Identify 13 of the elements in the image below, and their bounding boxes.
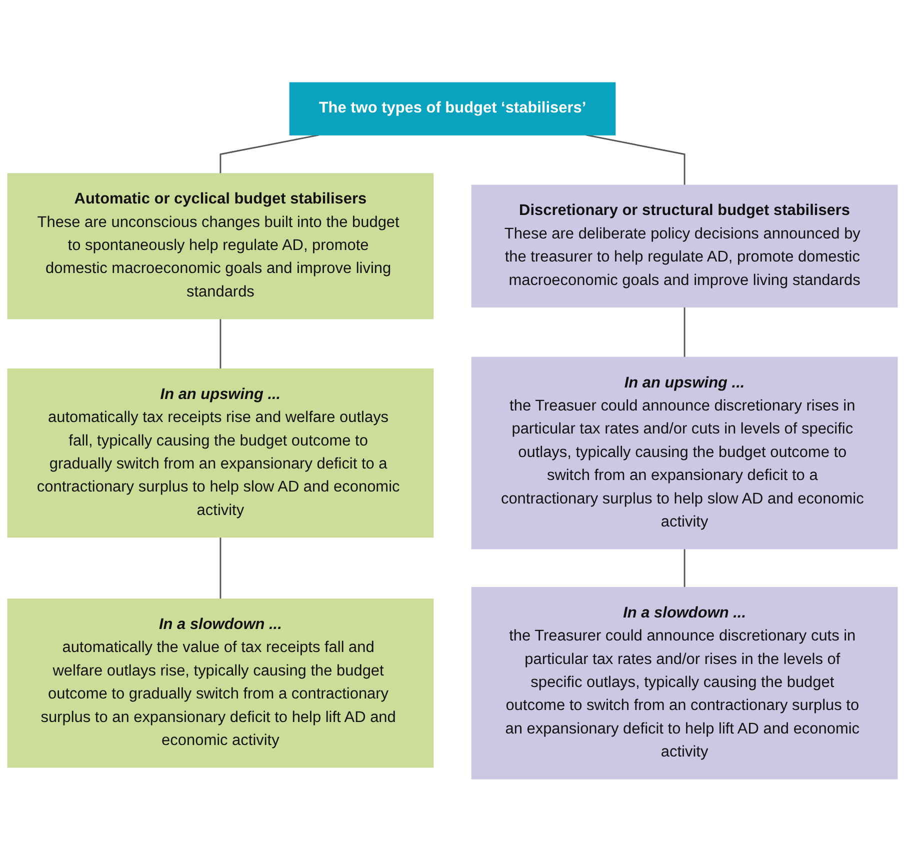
node-box: The two types of budget ‘stabilisers’ — [289, 82, 616, 136]
connector — [220, 318, 222, 370]
connector — [684, 307, 686, 358]
node-box: Automatic or cyclical budget stabilisers These are unconscious changes built into the budget to spontaneously help regulate AD, promote domestic macroeconomic goals and improve living standards — [7, 173, 434, 320]
connector — [684, 548, 686, 588]
node-box: In a slowdown ... automatically the value of tax receipts fall and welfare outlays rise, typically causing the budget outcome to gradually switch from a contractionary surplus to an expansionary deficit to help lift AD and economic activity — [7, 598, 434, 768]
node-box: In an upswing ... the Treasuer could announce discretionary rises in particular tax rates and/or cuts in levels of specific outlays, typically causing the budget outcome to switch from an expansionary deficit to a contractionary surplus to help slow AD and economic activity — [471, 357, 898, 550]
node-box: Discretionary or structural budget stabilisers These are deliberate policy decisions announced by the treasurer to help regulate AD, promote domestic macroeconomic goals and improve living standards — [471, 184, 898, 308]
node-box: In a slowdown ... the Treasurer could announce discretionary cuts in particular tax rates and/or rises in the levels of specific outlays, typically causing the budget outcome to switch from an contractionary surplus to an expansionary deficit to help lift AD and economic activity — [471, 587, 898, 780]
connector — [586, 134, 686, 186]
connector — [220, 537, 222, 600]
connector — [220, 134, 320, 174]
node-box: In an upswing ... automatically tax receipts rise and welfare outlays fall, typically causing the budget outcome to gradually switch from an expansionary deficit to a contractionary surplus to help slow AD and economic activity — [7, 368, 434, 538]
